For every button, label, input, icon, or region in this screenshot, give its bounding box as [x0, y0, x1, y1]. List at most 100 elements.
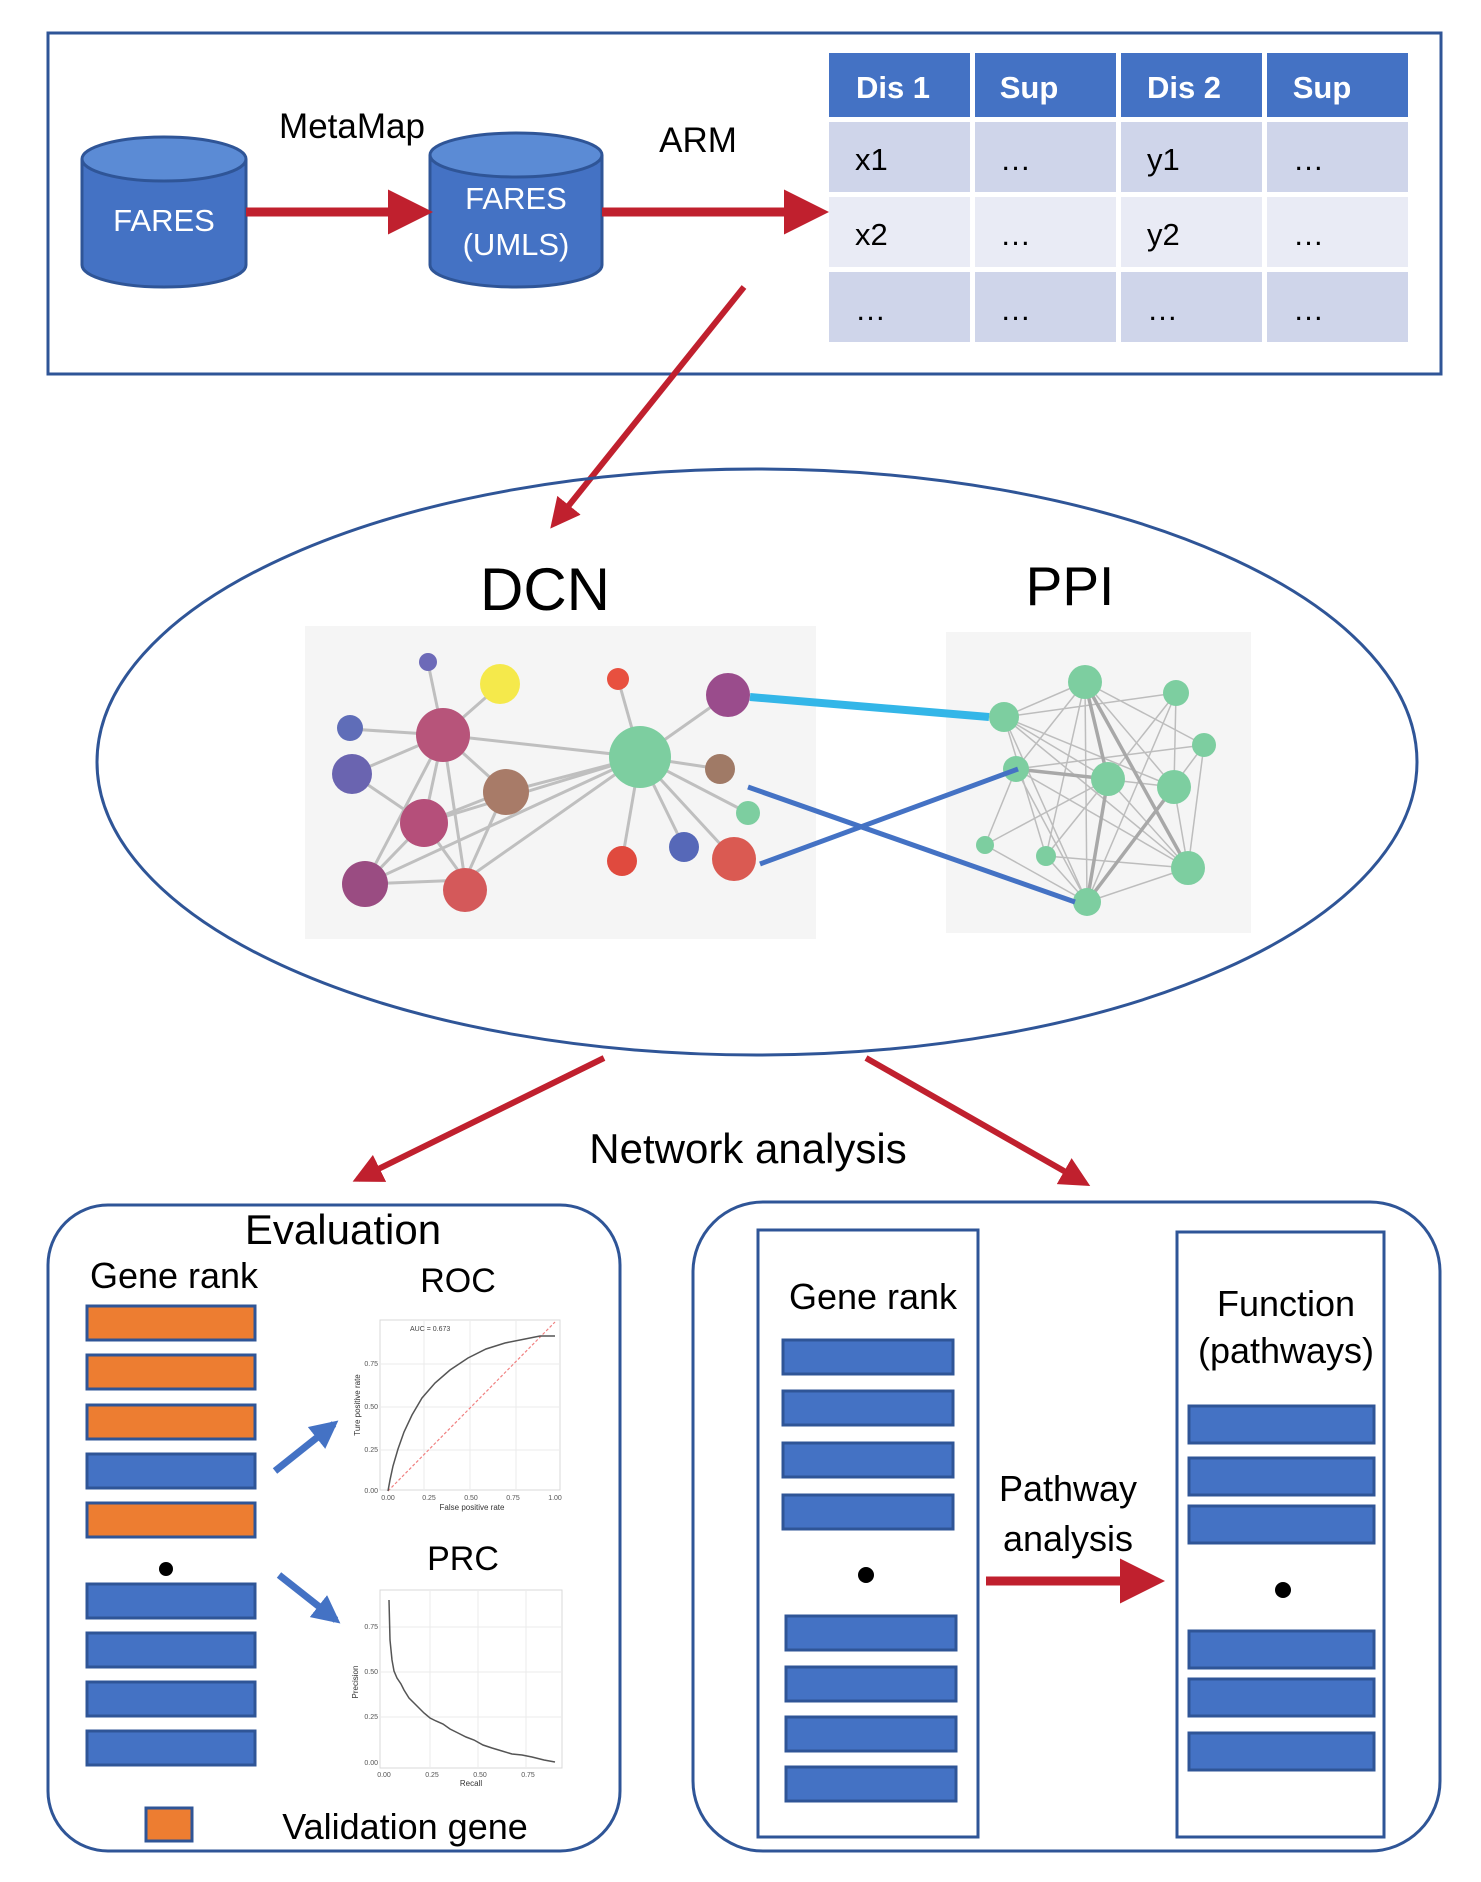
- ppi-network-graph: [946, 632, 1251, 933]
- dcn-node: [400, 799, 448, 847]
- dcn-ppi-link-cyan: [749, 693, 990, 721]
- pathway-bar: [1187, 1731, 1376, 1772]
- fares-umls-label-line2: (UMLS): [463, 227, 570, 262]
- gene-bar: [85, 1680, 257, 1718]
- dcn-ppi-link-blue: [747, 784, 1076, 905]
- pathway-analysis-label-line1: Pathway: [999, 1468, 1137, 1509]
- pathway-bar: [1187, 1404, 1376, 1445]
- table-cell-text: …: [1147, 292, 1178, 327]
- table-cell: [975, 122, 1116, 192]
- table-cell-text: …: [1000, 292, 1031, 327]
- dcn-node: [332, 754, 372, 794]
- gene-bar: [784, 1665, 958, 1703]
- table-cell-text: y2: [1147, 217, 1180, 252]
- pathway-gene-rank-list: [781, 1338, 958, 1803]
- pathway-panel: [691, 1200, 1442, 1853]
- prc-ytick: 0.50: [364, 1669, 378, 1676]
- table-cell: [829, 197, 970, 267]
- to-evaluation-arrow: [352, 1055, 606, 1182]
- gene-bar: [85, 1582, 257, 1620]
- validation-gene-bar: [85, 1501, 257, 1539]
- dcn-node: [483, 769, 529, 815]
- ppi-node: [989, 702, 1019, 732]
- table-cell-text: y1: [1147, 142, 1180, 177]
- gene-bar: [784, 1715, 958, 1753]
- prc-title: PRC: [427, 1540, 499, 1578]
- roc-xtick: 1.00: [548, 1495, 562, 1502]
- roc-title: ROC: [420, 1262, 496, 1300]
- top-panel-frame: [46, 31, 1443, 376]
- gene-bar: [85, 1452, 257, 1490]
- table-cell: [1267, 272, 1408, 342]
- table-cell-text: …: [1000, 217, 1031, 252]
- roc-ytick: 0.25: [364, 1447, 378, 1454]
- prc-ytick: 0.25: [364, 1714, 378, 1721]
- dcn-node: [337, 715, 363, 741]
- gene-bar: [784, 1765, 958, 1803]
- prc-xtick: 0.00: [377, 1772, 391, 1779]
- table-cell: [1121, 122, 1262, 192]
- table-cell-text: x2: [855, 217, 888, 252]
- table-header-cell: [975, 53, 1116, 117]
- ppi-node: [1091, 762, 1125, 796]
- table-header-dis1: Dis 1: [856, 70, 930, 105]
- ppi-node: [1192, 733, 1216, 757]
- prc-xtick: 0.50: [473, 1772, 487, 1779]
- gene-bar: [781, 1493, 955, 1531]
- pathway-bar: [1187, 1677, 1376, 1718]
- evaluation-gene-rank-list: [85, 1304, 257, 1767]
- gene-bar: [784, 1614, 958, 1652]
- evaluation-title: Evaluation: [245, 1206, 441, 1253]
- roc-ytick: 0.50: [364, 1404, 378, 1411]
- ppi-node: [976, 836, 994, 854]
- roc-plot: AUC = 0.673 0.00 0.25 0.50 0.75 0.00 0.2…: [353, 1319, 562, 1512]
- pathway-bar: [1187, 1629, 1376, 1670]
- pathway-analysis-label-line2: analysis: [1003, 1518, 1133, 1559]
- roc-xtick: 0.00: [381, 1495, 395, 1502]
- table-header-cell: [1267, 53, 1408, 117]
- prc-plot-area: [379, 1589, 563, 1769]
- table-header-sup1: Sup: [1000, 70, 1059, 105]
- roc-xlabel: False positive rate: [440, 1503, 505, 1512]
- to-roc-arrow: [272, 1420, 339, 1474]
- fares-label: FARES: [113, 203, 215, 238]
- table-header-cell: [829, 53, 970, 117]
- table-to-network-arrow: [550, 285, 747, 529]
- dcn-node: [669, 832, 699, 862]
- gene-bar: [781, 1441, 955, 1479]
- dcn-node: [736, 801, 760, 825]
- network-analysis-label: Network analysis: [589, 1125, 906, 1172]
- table-cell: [1121, 197, 1262, 267]
- table-header-sup2: Sup: [1293, 70, 1352, 105]
- prc-ytick: 0.00: [364, 1760, 378, 1767]
- table-cell: [975, 197, 1116, 267]
- table-cell: [975, 272, 1116, 342]
- validation-gene-bar: [85, 1304, 257, 1342]
- pathway-gene-rank-frame: [756, 1228, 980, 1839]
- function-label-line2: (pathways): [1198, 1330, 1374, 1371]
- roc-curve: [387, 1335, 555, 1492]
- arm-result-table: Dis 1 Sup Dis 2 Sup x1 … y1 … x2 … y2 … …: [829, 53, 1408, 342]
- validation-gene-bar: [85, 1403, 257, 1441]
- prc-plot: 0.00 0.25 0.50 0.75 0.00 0.25 0.50 0.75 …: [351, 1589, 563, 1788]
- prc-xtick: 0.75: [521, 1772, 535, 1779]
- roc-xtick: 0.50: [464, 1495, 478, 1502]
- validation-gene-bar: [85, 1353, 257, 1391]
- dcn-node: [419, 653, 437, 671]
- dcn-network-graph: [305, 626, 816, 939]
- table-header-cell: [1121, 53, 1262, 117]
- ppi-node: [1036, 846, 1056, 866]
- table-cell-text: …: [1293, 142, 1324, 177]
- fares-database-icon: [80, 135, 248, 289]
- roc-diagonal: [387, 1321, 556, 1492]
- ellipsis-dot: [159, 1562, 173, 1576]
- roc-ytick: 0.00: [364, 1488, 378, 1495]
- evaluation-panel: [46, 1203, 622, 1853]
- dcn-node: [342, 861, 388, 907]
- table-cell: [829, 272, 970, 342]
- dcn-title: DCN: [480, 556, 610, 623]
- to-prc-arrow: [276, 1572, 341, 1624]
- dcn-ppi-link-blue: [759, 766, 1019, 867]
- table-cell-text: …: [1293, 292, 1324, 327]
